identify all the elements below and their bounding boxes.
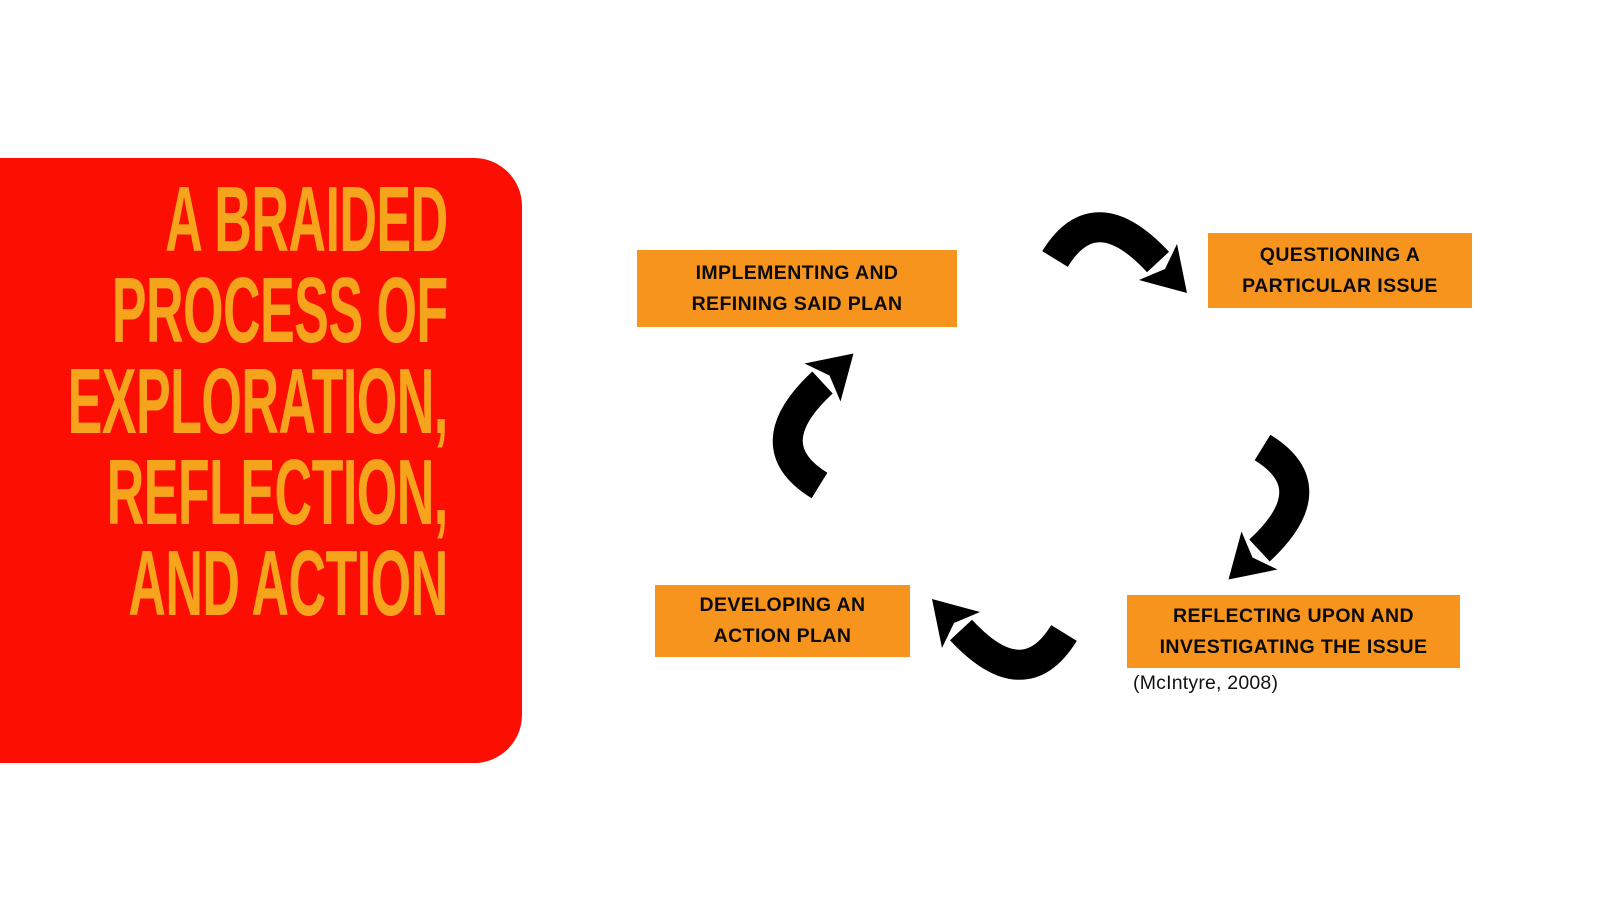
curved-arrow-icon-bottom	[914, 578, 1079, 688]
curved-arrow-icon-top	[1040, 204, 1205, 314]
headline-line-2: PROCESS OF	[112, 258, 448, 362]
headline-line-5: AND ACTION	[128, 531, 449, 635]
step-label-line: PARTICULAR ISSUE	[1242, 274, 1438, 297]
cycle-step-reflecting: REFLECTING UPON AND INVESTIGATING THE IS…	[1127, 595, 1460, 668]
step-label-line: IMPLEMENTING AND	[695, 261, 899, 284]
headline-line-3: EXPLORATION,	[67, 349, 449, 453]
step-label-line: REFINING SAID PLAN	[691, 292, 903, 315]
curved-arrow-icon-left	[765, 336, 875, 501]
step-label-line: REFLECTING UPON AND	[1173, 604, 1414, 627]
headline-line-4: REFLECTION,	[106, 440, 449, 544]
curved-arrow-icon-right	[1208, 433, 1318, 598]
step-label-line: ACTION PLAN	[713, 625, 852, 647]
step-label-line: QUESTIONING A	[1259, 243, 1421, 266]
headline-title: A BRAIDED PROCESS OF EXPLORATION, REFLEC…	[67, 167, 449, 635]
cycle-step-questioning: QUESTIONING A PARTICULAR ISSUE	[1208, 233, 1472, 308]
step-label-line: INVESTIGATING THE ISSUE	[1159, 635, 1428, 658]
headline-panel: A BRAIDED PROCESS OF EXPLORATION, REFLEC…	[0, 158, 522, 763]
cycle-step-implementing: IMPLEMENTING AND REFINING SAID PLAN	[637, 250, 957, 327]
headline-line-1: A BRAIDED	[165, 167, 449, 271]
step-label-line: DEVELOPING AN	[699, 594, 866, 616]
citation-text: (McIntyre, 2008)	[1133, 672, 1279, 694]
cycle-step-developing: DEVELOPING AN ACTION PLAN	[655, 585, 910, 657]
